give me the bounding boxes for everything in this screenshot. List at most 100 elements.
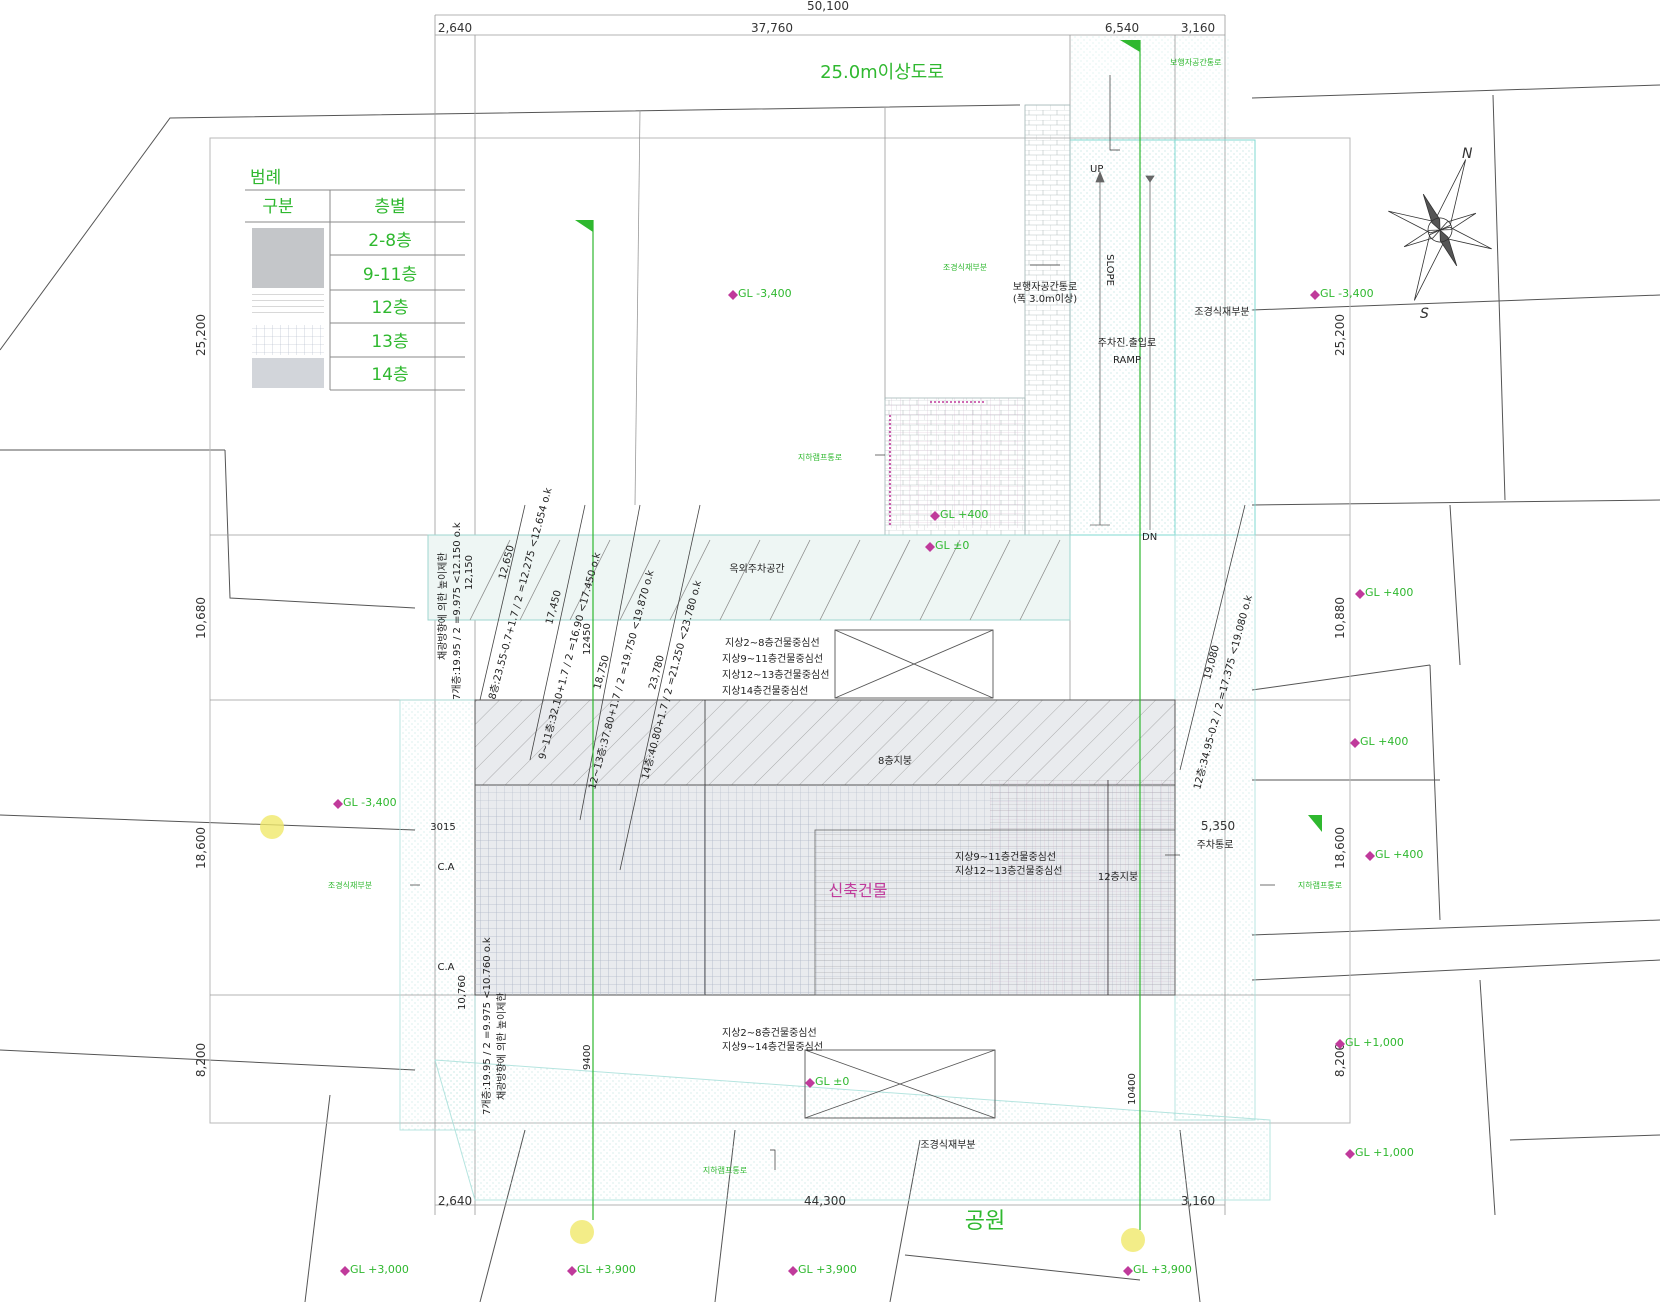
center-line-g: 지상9~11층건물중심선 — [955, 851, 1056, 863]
center-line-a: 지상2~8층건물중심선 — [725, 637, 820, 649]
dim-3015: 3015 — [430, 822, 455, 833]
compass-n: N — [1462, 146, 1473, 162]
pink-area — [885, 398, 1025, 528]
level-5: GL +400 — [1360, 735, 1408, 748]
note-5: 지하램프통로 — [1298, 880, 1342, 890]
landscape-east-label: 조경식재부분 — [1194, 305, 1249, 318]
center-line-h: 지상12~13층건물중심선 — [955, 865, 1062, 877]
center-lines — [704, 700, 1109, 995]
level-markers: GL -3,400 GL -3,400 GL -3,400 GL +400 GL… — [343, 287, 1423, 1276]
level-13: GL +3,900 — [1133, 1263, 1192, 1276]
ca-label-2: C.A — [437, 962, 454, 973]
height-formula-7b: 채광방향에 의한 높이제한 — [496, 992, 508, 1100]
parking-road-label: 주차통로 — [1197, 839, 1234, 851]
ramp-title: 주차진.출입로 — [1098, 336, 1156, 349]
note-3: 지하램프통로 — [798, 452, 842, 462]
north-road-strip — [1070, 35, 1230, 140]
dim-10760: 10,760 — [457, 975, 468, 1010]
outdoor-parking-label: 옥외주차공간 — [729, 563, 784, 575]
dim-top-2: 37,760 — [751, 21, 793, 35]
center-line-e: 지상2~8층건물중심선 — [722, 1027, 817, 1039]
legend-row-2: 9-11층 — [363, 265, 417, 285]
gl-marker-icons — [333, 290, 1375, 1276]
legend-row-4: 13층 — [371, 332, 408, 352]
dim-9400: 9400 — [582, 1045, 593, 1070]
dim-right-1: 25,200 — [1333, 314, 1347, 356]
roof-label: 8층지붕 — [878, 755, 912, 767]
dim-left-2: 10,680 — [194, 597, 208, 639]
level-10: GL +3,000 — [350, 1263, 409, 1276]
ramp-dn: DN — [1142, 532, 1157, 543]
dim-bottom-2: 44,300 — [804, 1194, 846, 1208]
park-label: 공원 — [965, 1209, 1005, 1234]
center-line-f: 지상9~14층건물중심선 — [722, 1041, 823, 1053]
ramp-up: UP — [1090, 164, 1103, 175]
site-building-label: 신축건물 — [829, 881, 888, 900]
ramp-slope: SLOPE — [1104, 254, 1115, 286]
height-formula-7: 7개층:19.95 / 2 =9.975 <10.760 o.k — [481, 937, 493, 1115]
level-15: GL ±0 — [815, 1075, 849, 1088]
dim-5350: 5,350 — [1201, 819, 1235, 833]
compass-s: S — [1420, 306, 1429, 322]
level-8: GL +1,000 — [1345, 1036, 1404, 1049]
parcel-lines — [0, 84, 1660, 1302]
dim-right-3: 18,600 — [1333, 827, 1347, 869]
dim-left-1: 25,200 — [194, 314, 208, 356]
level-11: GL +3,900 — [577, 1263, 636, 1276]
dim-top-1: 2,640 — [438, 21, 472, 35]
dim-top-4: 3,160 — [1181, 21, 1215, 35]
dim-left-3: 18,600 — [194, 827, 208, 869]
dim-right-4: 8,200 — [1333, 1043, 1347, 1077]
level-14: GL ±0 — [935, 539, 969, 552]
height-formula-1b: 채광방향에 의한 높이제한 — [437, 552, 449, 660]
ramp-stipple-area — [1069, 139, 1176, 536]
note-6: 지하램프통로 — [703, 1165, 747, 1175]
ramp-ramp: RAMP — [1113, 355, 1141, 366]
center-line-c: 지상12~13층건물중심선 — [722, 669, 829, 681]
level-7: GL +400 — [940, 508, 988, 521]
outdoor-parking — [427, 534, 1071, 621]
dim-12150: 12,150 — [464, 555, 475, 590]
magenta-marks — [889, 401, 985, 525]
yellow-markers — [260, 815, 1145, 1252]
walkway-note-label: (폭 3.0m이상) — [1013, 293, 1077, 305]
compass-rose-icon — [1388, 159, 1492, 301]
level-4: GL +400 — [1365, 586, 1413, 599]
dim-top-3: 6,540 — [1105, 21, 1139, 35]
dim-bottom-3: 3,160 — [1181, 1194, 1215, 1208]
level-2: GL -3,400 — [1320, 287, 1374, 300]
dim-23780: 23,780 — [647, 654, 667, 691]
flag-markers — [575, 40, 1322, 1230]
legend-row-1: 2-8층 — [368, 231, 411, 251]
legend-col2: 층별 — [374, 197, 405, 217]
legend-row-3: 12층 — [371, 298, 408, 318]
dim-10400: 10400 — [1127, 1073, 1138, 1105]
west-strip — [399, 699, 476, 1131]
level-1: GL -3,400 — [738, 287, 792, 300]
dim-left-4: 8,200 — [194, 1043, 208, 1077]
dim-bottom-1: 2,640 — [438, 1194, 472, 1208]
level-6: GL +400 — [1375, 848, 1423, 861]
center-line-d: 지상14층건물중심선 — [722, 685, 808, 697]
walkway-area — [1024, 104, 1071, 536]
level-3: GL -3,400 — [343, 796, 397, 809]
legend-row-5: 14층 — [371, 365, 408, 385]
note-4: 조경식재부분 — [328, 880, 372, 890]
roof12-label: 12층지붕 — [1098, 871, 1138, 883]
center-line-b: 지상9~11층건물중심선 — [722, 653, 823, 665]
legend-col1: 구분 — [262, 197, 293, 217]
height-restriction-lines — [479, 504, 1246, 871]
east-landscape — [1174, 139, 1256, 536]
void-boxes — [804, 629, 996, 1119]
south-landscape — [434, 1059, 1271, 1201]
ca-label-1: C.A — [437, 862, 454, 873]
legend-title: 범례 — [250, 168, 281, 188]
landscape-south-label: 조경식재부분 — [920, 1138, 975, 1151]
main-building — [474, 699, 1176, 996]
note-1: 조경식재부분 — [943, 262, 987, 272]
leader-lines — [410, 75, 1275, 1170]
height-formula-1: 7개층:19.95 / 2 =9.975 <12.150 o.k — [451, 522, 463, 700]
dim-total-top: 50,100 — [807, 0, 849, 13]
dim-right-2: 10,880 — [1333, 597, 1347, 639]
